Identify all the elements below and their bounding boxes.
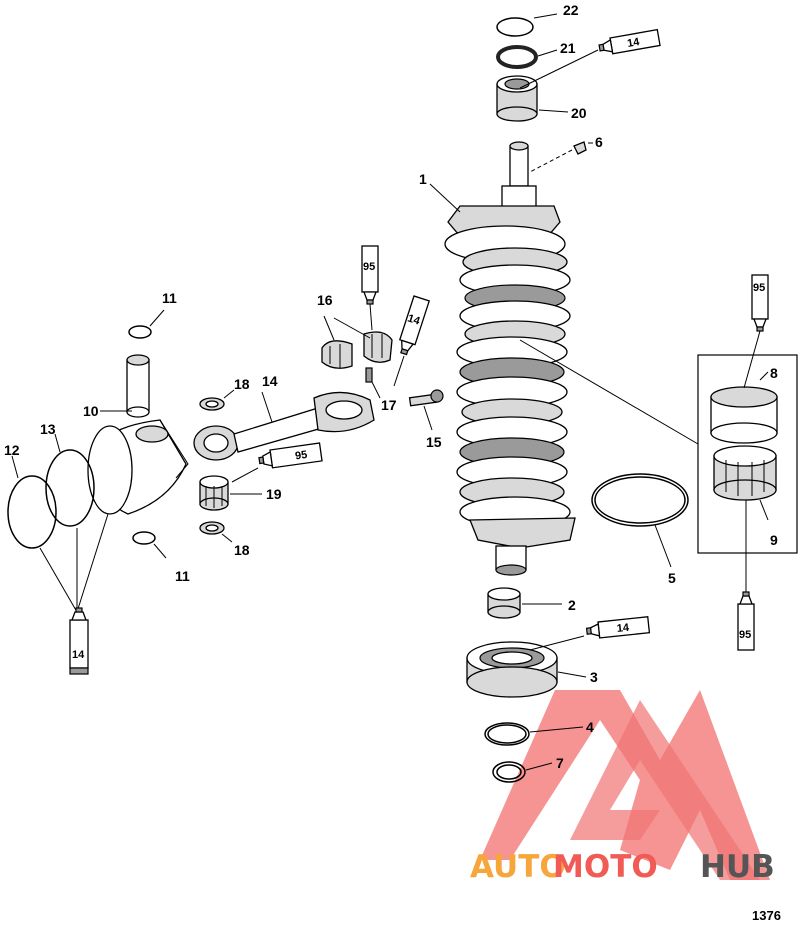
- part-2-bushing: [487, 587, 521, 619]
- callout-11-top: 11: [162, 290, 177, 306]
- part-7-oring: [492, 761, 526, 783]
- callout-17: 17: [381, 397, 397, 413]
- callout-7: 7: [556, 755, 564, 771]
- part-21-seal: [496, 45, 538, 69]
- part-1-crankshaft: [444, 141, 576, 576]
- tube-95-right-bottom: 95: [737, 591, 755, 651]
- callout-22: 22: [563, 2, 579, 18]
- callout-5: 5: [668, 570, 676, 586]
- tube-95-rod: 95: [361, 245, 379, 305]
- part-15-bolt: [408, 389, 444, 407]
- callout-9: 9: [770, 532, 778, 548]
- callout-19: 19: [266, 486, 282, 502]
- part-8-sleeve: [710, 386, 778, 444]
- tube-label-pin: 14: [406, 312, 422, 327]
- part-5-oring: [591, 473, 689, 527]
- callout-16: 16: [317, 292, 333, 308]
- callout-21: 21: [560, 40, 576, 56]
- tube-label-rings: 14: [72, 649, 85, 661]
- part-10-wrist-pin: [126, 354, 150, 418]
- callout-11-bottom: 11: [175, 568, 190, 584]
- callout-20: 20: [571, 105, 587, 121]
- tube-14-pin: 14: [398, 295, 431, 356]
- part-6-key: [573, 141, 587, 155]
- callout-3: 3: [590, 669, 598, 685]
- part-11-clip-bottom: [132, 531, 156, 545]
- tube-label-rod: 95: [363, 261, 375, 273]
- callout-1: 1: [419, 171, 427, 187]
- tube-label-cage: 95: [294, 449, 308, 463]
- part-16-cage: [321, 331, 393, 369]
- callout-8: 8: [770, 365, 778, 381]
- part-22-oring: [496, 17, 534, 37]
- callout-2: 2: [568, 597, 576, 613]
- callout-18-bottom: 18: [234, 542, 250, 558]
- tube-label-bearing: 14: [616, 622, 630, 635]
- part-4-oring: [484, 722, 530, 746]
- callout-6: 6: [595, 134, 603, 150]
- part-3-ball-bearing: [466, 641, 558, 698]
- tube-14-rings: 14: [69, 607, 89, 675]
- piston: [87, 419, 189, 515]
- part-12-piston-ring: [7, 475, 57, 549]
- watermark-logo: [480, 690, 770, 880]
- diagram-number: 1376: [752, 908, 781, 923]
- part-18-washer-bottom: [199, 521, 225, 535]
- callout-18-top: 18: [234, 376, 250, 392]
- tube-95-cage: 95: [258, 442, 323, 469]
- tube-label-right-top: 95: [753, 282, 765, 294]
- part-18-washer-top: [199, 397, 225, 411]
- tube-14-bearing: 14: [585, 616, 651, 639]
- callout-14: 14: [262, 373, 278, 389]
- part-11-clip-top: [128, 325, 152, 339]
- part-19-needle-bearing: [199, 475, 229, 511]
- callout-10: 10: [83, 403, 99, 419]
- inset-box: [697, 354, 798, 554]
- part-13-piston-ring: [45, 449, 95, 527]
- callout-4: 4: [586, 719, 594, 735]
- part-17-dowel: [365, 367, 373, 383]
- callout-12: 12: [4, 442, 20, 458]
- tube-95-right-top: 95: [751, 274, 769, 332]
- part-9-cage: [713, 445, 777, 501]
- callout-15: 15: [426, 434, 442, 450]
- part-14-connecting-rod: [193, 391, 375, 461]
- watermark-text-moto: MOTO: [553, 849, 658, 885]
- watermark-text-auto: AUTO: [470, 849, 566, 885]
- tube-label-top: 14: [626, 36, 641, 50]
- watermark-text-hub: HUB: [700, 849, 775, 885]
- tube-14-top: 14: [598, 28, 661, 55]
- callout-13: 13: [40, 421, 56, 437]
- tube-label-right-bottom: 95: [739, 629, 751, 641]
- part-20-bearing: [496, 75, 538, 122]
